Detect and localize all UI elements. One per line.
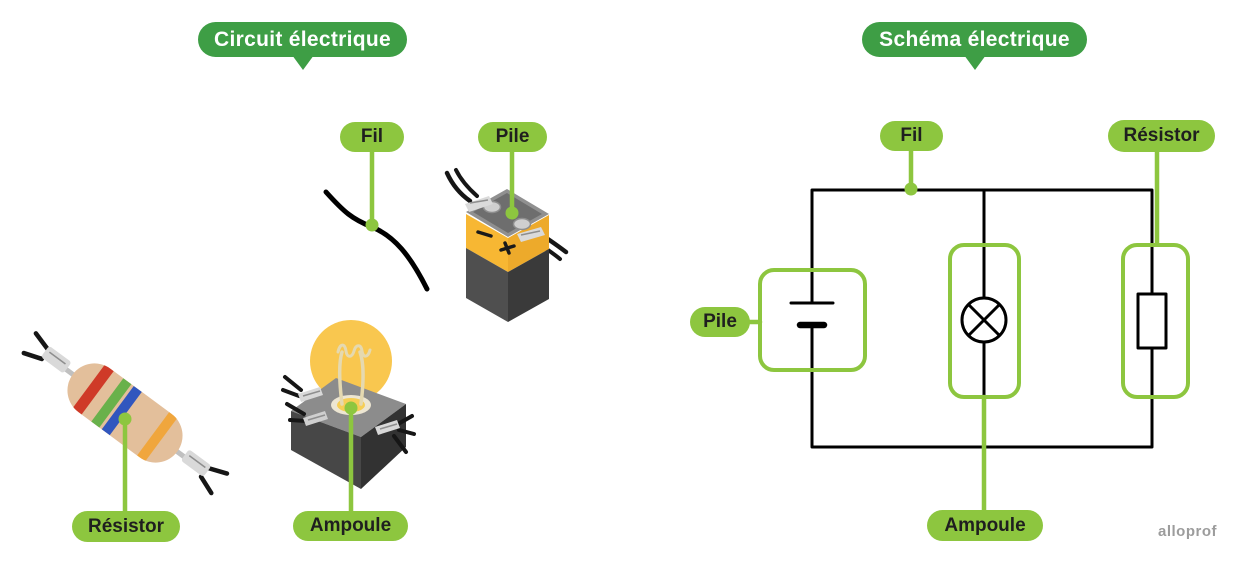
label-resistor-right-text: Résistor [1123, 125, 1200, 146]
lamp-symbol [960, 296, 1008, 344]
right-title-badge-tail [963, 55, 986, 70]
pointer-dot-resistor-left [118, 412, 132, 426]
bulb-clip-right [375, 414, 416, 454]
bulb-clips-left [281, 375, 328, 426]
resistor-symbol [1136, 292, 1168, 350]
label-pill-ampoule-right: Ampoule [927, 510, 1043, 541]
battery-clip-left [465, 196, 493, 212]
battery-minus [476, 230, 493, 238]
right-title-text: Schéma électrique [879, 27, 1070, 51]
resistor-illustration [21, 331, 230, 496]
label-pill-fil-right: Fil [880, 121, 943, 151]
left-title-text: Circuit électrique [214, 27, 391, 51]
pointer-dot-pile-left [505, 206, 519, 220]
left-title-badge: Circuit électrique [198, 22, 407, 70]
pointer-dot-fil-right [904, 182, 918, 196]
pointer-dot-fil-left [365, 218, 379, 232]
left-title-badge-tail [291, 55, 314, 70]
battery-clip-right [517, 227, 545, 242]
label-pile-left-text: Pile [495, 126, 530, 147]
label-pile-right-text: Pile [703, 311, 737, 332]
bulb-filament [336, 343, 372, 406]
label-pill-pile-right: Pile [690, 307, 750, 337]
battery-illustration [444, 168, 569, 322]
battery-symbol [789, 301, 835, 329]
label-ampoule-left-text: Ampoule [309, 515, 392, 536]
label-resistor-left-text: Résistor [87, 515, 165, 537]
label-fil-right-text: Fil [900, 125, 923, 146]
circuit-schematic [789, 188, 1168, 449]
label-pill-pile-left: Pile [478, 122, 547, 152]
label-pill-resistor-right: Résistor [1108, 120, 1215, 152]
label-fil-left-text: Fil [360, 126, 384, 147]
label-pill-resistor-left: Résistor [72, 511, 180, 542]
label-pill-fil-left: Fil [340, 122, 404, 152]
label-pill-ampoule-left: Ampoule [293, 511, 408, 541]
label-ampoule-right-text: Ampoule [944, 514, 1026, 536]
battery-plus [499, 241, 516, 255]
green-overlay [118, 147, 1190, 515]
wire-illustration [323, 189, 430, 292]
pointer-dot-ampoule-left [344, 401, 358, 415]
resistor-color-bands [72, 364, 178, 462]
alloprof-watermark: alloprof [1158, 523, 1217, 540]
right-title-badge: Schéma électrique [862, 22, 1087, 70]
